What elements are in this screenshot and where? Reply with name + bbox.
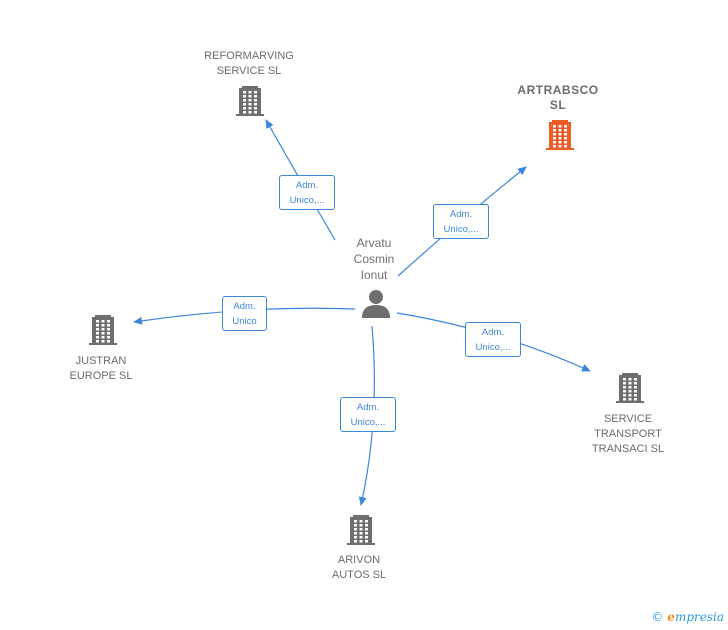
edge-label-artrabsco[interactable]: Adm. Unico,... <box>433 204 489 239</box>
center-person-label[interactable]: Arvatu Cosmin Ionut <box>353 236 395 282</box>
node-label-artrabsco[interactable]: ARTRABSCO SL <box>517 83 599 112</box>
building-icon-service-transport[interactable] <box>616 373 644 403</box>
person-icon[interactable] <box>362 290 390 318</box>
empresia-brand[interactable]: ©empresia <box>651 610 724 624</box>
node-label-reformarving[interactable]: REFORMARVING SERVICE SL <box>204 50 294 77</box>
building-icon-reformarving[interactable] <box>236 86 264 116</box>
brand-initial: e <box>667 610 675 624</box>
edge-label-service-transport[interactable]: Adm. Unico,... <box>465 322 521 357</box>
node-label-service-transport[interactable]: SERVICE TRANSPORT TRANSACI SL <box>591 413 665 455</box>
edge-label-arivon[interactable]: Adm. Unico,... <box>340 397 396 432</box>
node-label-arivon[interactable]: ARIVON AUTOS SL <box>331 554 387 581</box>
edge-label-justran[interactable]: Adm. Unico <box>222 296 267 331</box>
copyright-symbol: © <box>651 610 664 624</box>
edge-label-reformarving[interactable]: Adm. Unico,... <box>279 175 335 210</box>
building-icon-artrabsco[interactable] <box>546 120 574 150</box>
building-icon-arivon[interactable] <box>347 515 375 545</box>
brand-name: mpresia <box>674 610 724 624</box>
node-label-justran[interactable]: JUSTRAN EUROPE SL <box>69 355 133 382</box>
building-icon-justran[interactable] <box>89 315 117 345</box>
